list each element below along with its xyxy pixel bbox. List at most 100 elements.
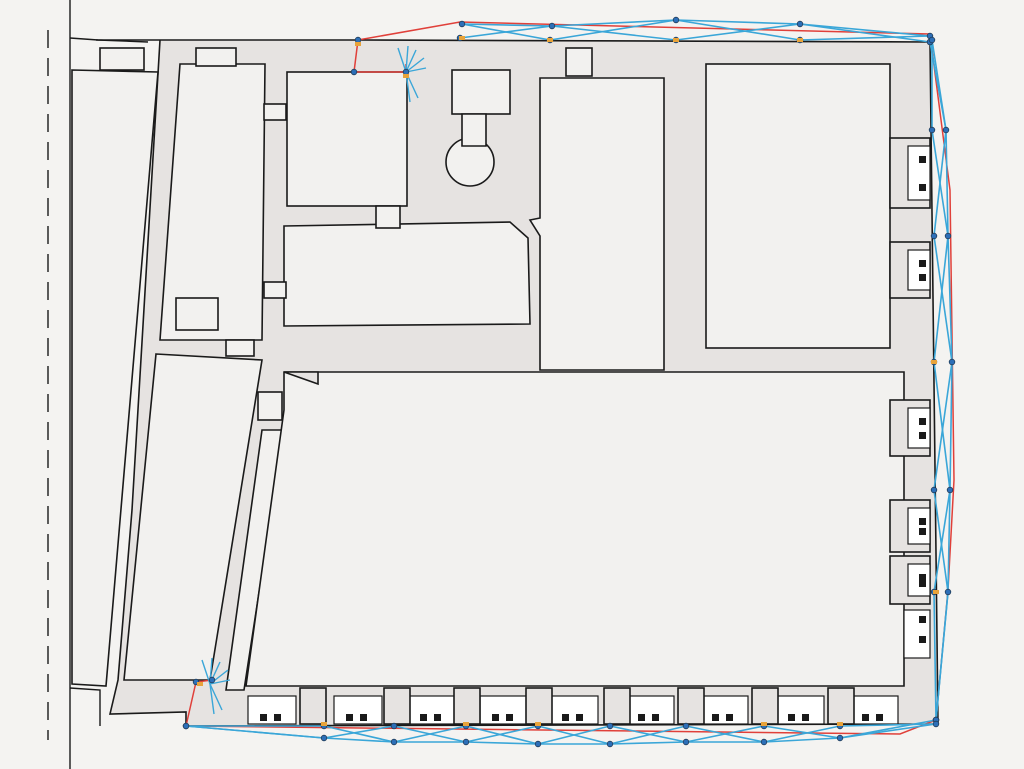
blue-node-marker	[682, 722, 690, 730]
room-middle	[283, 221, 531, 327]
room-corner-wedge	[283, 371, 319, 386]
blue-node-marker	[606, 722, 614, 730]
blue-node-marker	[182, 722, 190, 730]
fan-brace	[201, 659, 211, 685]
square-pier-marker	[919, 616, 926, 623]
square-pier-marker	[652, 714, 659, 721]
square-pier-marker	[919, 184, 926, 191]
east-bay-inner	[907, 407, 931, 449]
south-buttress	[525, 687, 553, 725]
south-bays	[247, 687, 899, 725]
fan-brace	[209, 683, 223, 711]
north-brace	[551, 19, 677, 27]
east-brace	[933, 489, 951, 593]
blue-node-marker	[534, 740, 542, 748]
blue-node-marker	[944, 588, 952, 596]
east-brace	[945, 129, 949, 237]
blue-node-marker	[208, 676, 216, 684]
square-pier-marker	[919, 636, 926, 643]
south-buttress	[299, 687, 327, 725]
east-brace	[933, 361, 951, 491]
room-left-strip	[71, 69, 159, 687]
south-brace	[685, 725, 765, 743]
stair-neck	[461, 113, 487, 147]
east-bay-inner	[903, 609, 931, 659]
blue-node-marker	[350, 68, 358, 76]
brace-network	[185, 19, 953, 745]
east-brace	[949, 361, 953, 491]
square-pier-marker	[919, 528, 926, 535]
east-bay-inner	[907, 249, 931, 291]
east-brace	[947, 489, 951, 593]
orange-anchor-marker	[403, 74, 409, 78]
square-pier-marker	[919, 432, 926, 439]
south-bay	[625, 695, 675, 725]
east-brace	[933, 591, 937, 721]
orange-anchor-marker	[673, 38, 679, 42]
blue-node-marker	[320, 734, 328, 742]
north-brace	[799, 23, 931, 43]
blue-node-marker	[682, 738, 690, 746]
square-pier-marker	[420, 714, 427, 721]
orange-anchor-marker	[321, 722, 327, 726]
square-pier-marker	[434, 714, 441, 721]
blue-node-marker	[930, 486, 938, 494]
south-brace	[763, 725, 841, 739]
room-corridor-strip	[225, 429, 285, 691]
south-brace	[839, 723, 937, 739]
south-brace	[323, 725, 395, 739]
room-top-left	[286, 71, 408, 207]
orange-anchor-marker	[355, 42, 361, 46]
square-pier-marker	[876, 714, 883, 721]
orange-anchor-marker	[459, 36, 465, 40]
square-pier-marker	[260, 714, 267, 721]
south-bay	[479, 695, 529, 725]
square-pier-marker	[712, 714, 719, 721]
blue-node-marker	[796, 20, 804, 28]
square-pier-marker	[919, 580, 926, 587]
blue-node-marker	[932, 720, 940, 728]
fan-brace	[405, 45, 409, 73]
east-brace	[933, 129, 947, 237]
south-brace	[763, 737, 841, 743]
south-brace	[839, 723, 937, 727]
south-bay	[333, 695, 383, 725]
square-pier-marker	[360, 714, 367, 721]
square-pier-marker	[919, 156, 926, 163]
south-brace	[465, 741, 539, 745]
square-pier-marker	[576, 714, 583, 721]
blue-node-marker	[948, 358, 956, 366]
orange-anchor-marker	[761, 722, 767, 726]
square-pier-marker	[919, 260, 926, 267]
neighbor-boundary-bottom	[69, 687, 101, 726]
fan-brace	[397, 47, 407, 73]
north-brace	[461, 23, 551, 41]
square-pier-marker	[788, 714, 795, 721]
square-pier-marker	[919, 518, 926, 525]
east-brace	[933, 361, 953, 491]
south-brace	[609, 725, 687, 745]
square-pier-marker	[919, 418, 926, 425]
room-right-top	[705, 63, 891, 349]
orange-anchor-marker	[933, 590, 939, 594]
square-pier-marker	[562, 714, 569, 721]
orange-anchor-marker	[931, 360, 937, 364]
square-pier-marker	[919, 574, 926, 581]
blue-node-marker	[548, 22, 556, 30]
nodes	[182, 16, 956, 748]
south-buttress	[453, 687, 481, 725]
square-pier-marker	[802, 714, 809, 721]
east-brace	[931, 39, 947, 131]
north-brace	[799, 35, 931, 41]
square-pier-marker	[919, 274, 926, 281]
north-brace	[461, 23, 553, 27]
fan-brace	[209, 683, 215, 715]
blue-node-marker	[606, 740, 614, 748]
blue-node-marker	[354, 36, 362, 44]
east-bay-inner	[907, 507, 931, 545]
blue-node-marker	[946, 486, 954, 494]
blue-node-marker	[760, 738, 768, 746]
blue-node-marker	[402, 68, 410, 76]
rooms	[71, 63, 905, 691]
